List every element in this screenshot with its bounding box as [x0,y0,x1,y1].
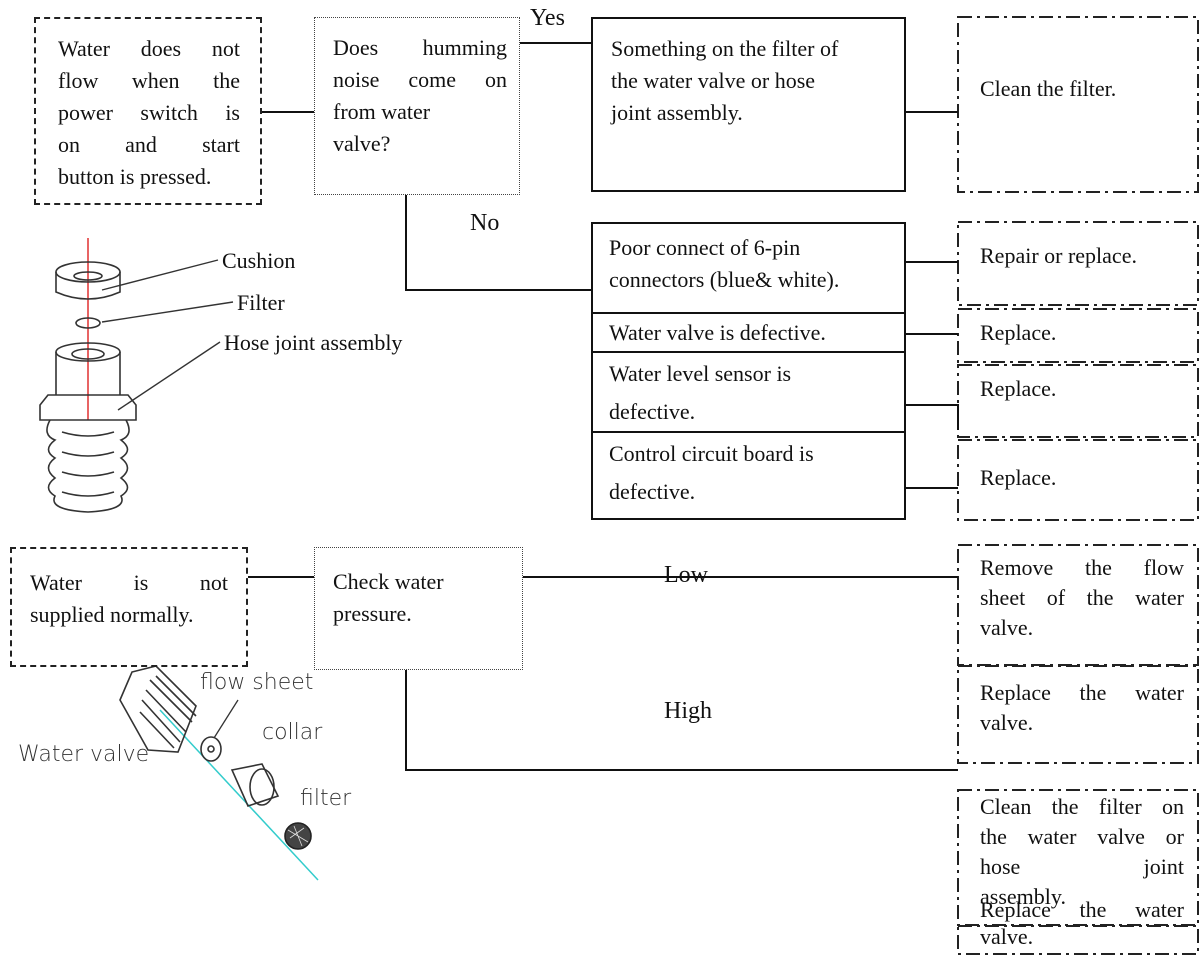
symptom-box-no-flow: Water does not flow when the power switc… [34,17,262,205]
remedy-text: Clean the filter. [980,76,1117,101]
filter-leader [101,301,234,323]
yes-label: Yes [530,5,565,31]
cause-valve: Water valve is defective. [591,312,906,351]
hose-joint-illustration [39,238,234,513]
cushion-leader [101,259,219,291]
remedy-text: sheet of the water [980,585,1184,610]
flow-sheet-leader [213,699,239,739]
cause-connector: Poor connect of 6-pin connectors (blue& … [591,222,906,312]
remedy-replace-valve: Replace. [958,309,1198,362]
cushion-label: Cushion [222,248,296,273]
symptom-line: flow when the [58,68,240,93]
collar-label: collar [262,720,323,745]
remedy-clean-filter-high: Clean the filter on the water valve or h… [958,790,1198,925]
water-valve-illustration [119,665,319,881]
remedy-text: Replace. [980,465,1057,490]
cause-line: Control circuit board is [609,441,814,466]
symptom-box-not-supplied: Water is not supplied normally. [10,547,248,667]
remedy-remove-flow-sheet: Remove the flow sheet of the water valve… [958,545,1198,665]
symptom-line: on and start [58,132,240,157]
symptom-line: button is pressed. [58,164,212,189]
cause-line: Poor connect of 6-pin [609,235,801,260]
question-line: noise come on [333,67,507,92]
remedy-text: Replace. [980,320,1057,345]
remedy-replace-water-valve-low: Replace the water valve. [958,666,1198,763]
cause-level-sensor: Water level sensor is defective. [591,351,906,431]
cause-line: Water valve is defective. [609,320,826,345]
cause-line: connectors (blue& white). [609,267,840,292]
remedy-text: the water valve or [980,824,1184,849]
water-valve-label: Water valve [18,742,150,767]
remedy-text: assembly. [980,884,1066,909]
collar-part [230,763,280,807]
question-line: from water [333,99,431,124]
question-box-humming: Does humming noise come on from water va… [314,17,520,195]
check-line: pressure. [333,601,412,626]
cause-line: joint assembly. [611,100,743,125]
hose-leader [117,341,221,411]
high-label: High [664,698,712,724]
cause-line: Something on the filter of [611,36,839,61]
remedy-text: Remove the flow [980,555,1184,580]
cause-circuit-board: Control circuit board is defective. [591,431,906,520]
remedy-text: valve. [980,924,1034,949]
question-line: Does humming [333,35,507,60]
check-pressure-box: Check water pressure. [314,547,523,670]
no-label: No [470,210,500,236]
cause-line: defective. [609,479,696,504]
remedy-text: Repair or replace. [980,243,1137,268]
symptom-line: supplied normally. [30,602,194,627]
remedy-text: valve. [980,615,1034,640]
remedy-text: Replace. [980,376,1057,401]
remedy-text: valve. [980,710,1034,735]
remedy-text: hose joint [980,854,1184,879]
flow-sheet-part [200,736,222,762]
cause-stack [591,222,906,520]
check-line: Check water [333,569,444,594]
cause-box-filter: Something on the filter of the water val… [591,17,906,192]
hose-joint-label: Hose joint assembly [224,330,403,355]
remedy-text: Replace the water [980,897,1184,922]
flow-lines [248,42,959,771]
cause-line: Water level sensor is [609,361,792,386]
symptom-line: power switch is [58,100,240,125]
remedy-text: Replace the water [980,680,1184,705]
flow-sheet-label: flow sheet [200,670,314,695]
remedy-replace-water-valve-high: Replace the water valve. [958,896,1198,956]
remedy-replace-sensor: Replace. [958,365,1198,437]
cause-line: the water valve or hose [611,68,816,93]
low-label: Low [664,562,708,588]
remedy-borders [957,16,1199,955]
remedy-replace-board: Replace. [958,440,1198,520]
filter-label: Filter [237,290,285,315]
question-line: valve? [333,131,391,156]
filter-part-label: filter [300,786,352,811]
symptom-line: Water is not [30,570,228,595]
cause-line: defective. [609,399,696,424]
remedy-clean-filter: Clean the filter. [958,17,1198,192]
remedy-text: Clean the filter on [980,794,1184,819]
cyan-axis [159,709,319,881]
symptom-line: Water does not [58,36,240,61]
remedy-repair-replace: Repair or replace. [958,222,1198,305]
